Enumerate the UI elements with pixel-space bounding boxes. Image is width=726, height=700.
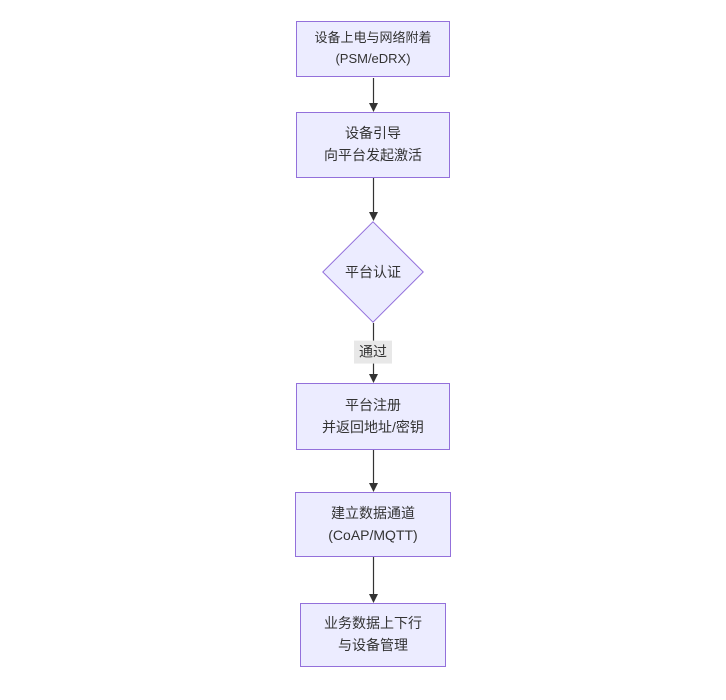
- node-text-line: (CoAP/MQTT): [328, 526, 418, 543]
- node-text-line: 向平台发起激活: [324, 147, 422, 163]
- flowchart-node-business: 业务数据上下行 与设备管理: [300, 603, 446, 667]
- node-text-line: 与设备管理: [338, 637, 408, 653]
- flowchart-node-bootstrap: 设备引导 向平台发起激活: [296, 112, 450, 178]
- flowchart-decision-auth-label: 平台认证: [322, 258, 424, 286]
- node-text-line: 并返回地址/密钥: [322, 418, 424, 435]
- edge-label-pass: 通过: [354, 340, 392, 364]
- flowchart-node-power-on: 设备上电与网络附着 (PSM/eDRX): [296, 21, 450, 77]
- node-text-line: 设备上电与网络附着: [314, 30, 432, 46]
- arrow-register-to-channel: [369, 450, 378, 492]
- node-text-line: 平台认证: [345, 264, 401, 280]
- node-text-line: (PSM/eDRX): [335, 51, 411, 66]
- flowchart-node-register: 平台注册 并返回地址/密钥: [296, 383, 450, 450]
- flowchart-node-channel: 建立数据通道 (CoAP/MQTT): [295, 492, 451, 557]
- node-text-line: 业务数据上下行: [324, 615, 422, 632]
- arrow-bootstrap-to-auth: [369, 178, 378, 221]
- node-text-line: 平台注册: [345, 396, 401, 413]
- node-text-line: 建立数据通道: [331, 504, 415, 521]
- arrow-power-on-to-bootstrap: [369, 78, 378, 112]
- arrow-channel-to-business: [369, 557, 378, 603]
- node-text-line: 设备引导: [345, 125, 401, 142]
